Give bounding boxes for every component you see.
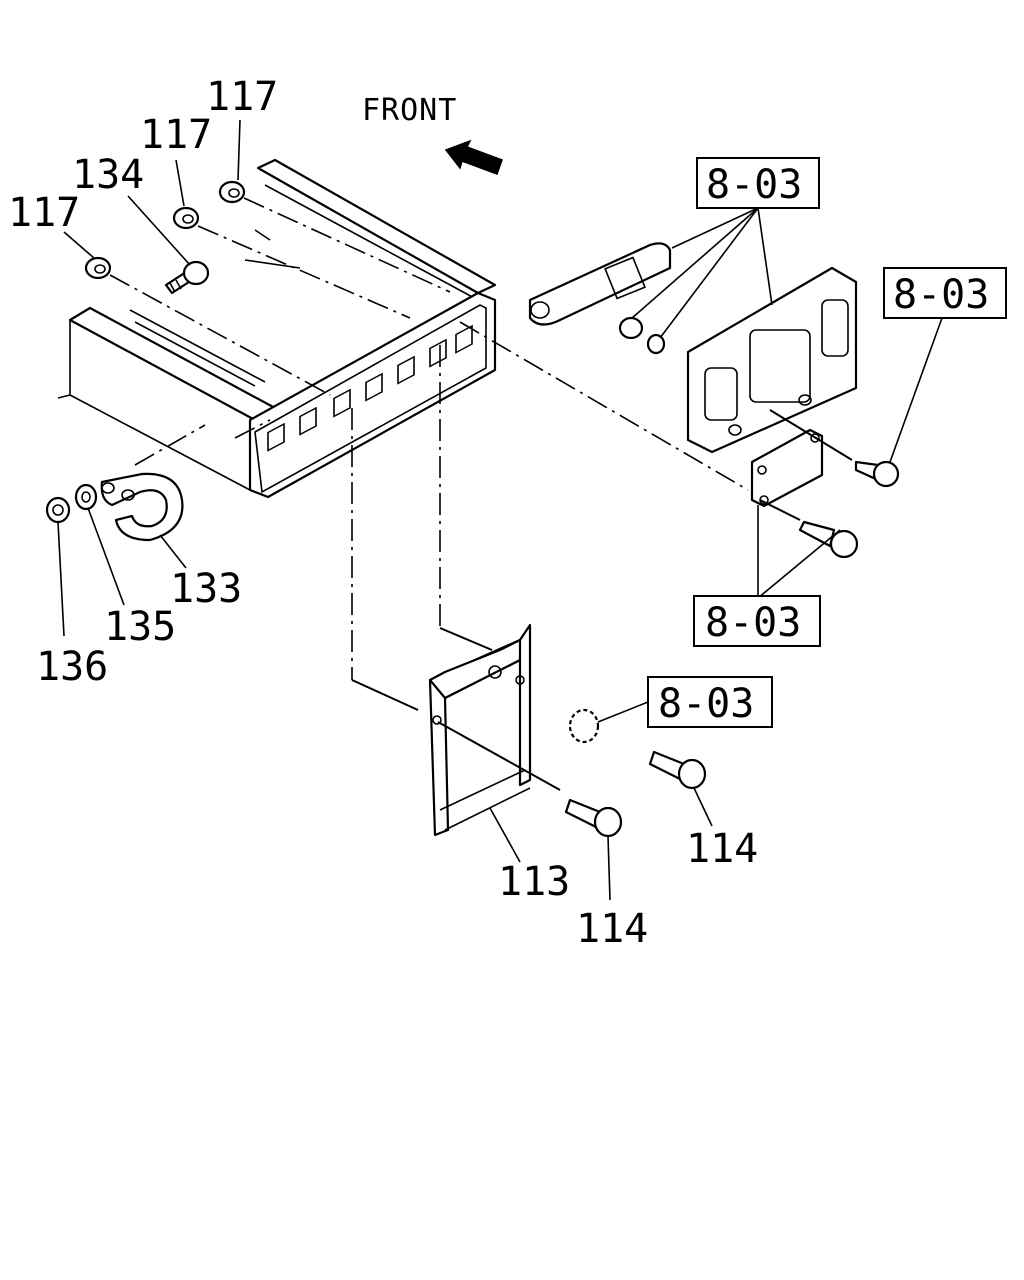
- reference-box-3: 8-03: [693, 595, 821, 647]
- rubber-cushion: [568, 708, 600, 744]
- frame-holes: [267, 324, 473, 452]
- spacer-nut: [618, 316, 644, 340]
- frame-cross-member: [57, 158, 497, 499]
- callout-114-lower: 114: [576, 906, 648, 952]
- callout-133: 133: [170, 566, 242, 612]
- callout-135: 135: [104, 604, 176, 650]
- front-label: FRONT: [362, 93, 457, 128]
- reference-label-2: 8-03: [893, 272, 989, 318]
- bolt-134: [164, 260, 210, 295]
- nut-117-left: [84, 256, 112, 280]
- mounting-panel: [686, 266, 858, 454]
- bolt-lower-right: [798, 520, 859, 559]
- reference-box-4: 8-03: [647, 676, 773, 728]
- reference-box-1: 8-03: [696, 157, 820, 209]
- reference-label-3: 8-03: [705, 600, 801, 646]
- bolt-upper-right: [854, 460, 900, 488]
- bolt-114-left: [564, 798, 623, 838]
- washer-135: [74, 483, 98, 511]
- callout-114-right: 114: [686, 826, 758, 872]
- cover-plate: [750, 428, 824, 508]
- callout-117-top: 117: [206, 74, 278, 120]
- reference-label-4: 8-03: [658, 681, 754, 727]
- bolt-114-right: [648, 750, 707, 790]
- callout-134: 134: [72, 152, 144, 198]
- callout-117-middle: 117: [140, 112, 212, 158]
- bracket-plate: [528, 242, 672, 326]
- nut-136: [45, 496, 71, 524]
- callout-113: 113: [498, 859, 570, 905]
- bracket-113: [428, 623, 532, 837]
- front-arrow-icon: [444, 139, 503, 175]
- callout-136: 136: [36, 644, 108, 690]
- reference-box-2: 8-03: [883, 267, 1007, 319]
- tow-hook-133: [100, 472, 184, 542]
- nut-117-top: [218, 180, 246, 204]
- leader-lines: [57, 119, 943, 901]
- reference-label-1: 8-03: [706, 162, 802, 208]
- alignment-lines: [109, 197, 853, 791]
- spacer-washer: [646, 333, 666, 355]
- callout-117-left: 117: [8, 190, 80, 236]
- nut-117-middle: [172, 206, 200, 230]
